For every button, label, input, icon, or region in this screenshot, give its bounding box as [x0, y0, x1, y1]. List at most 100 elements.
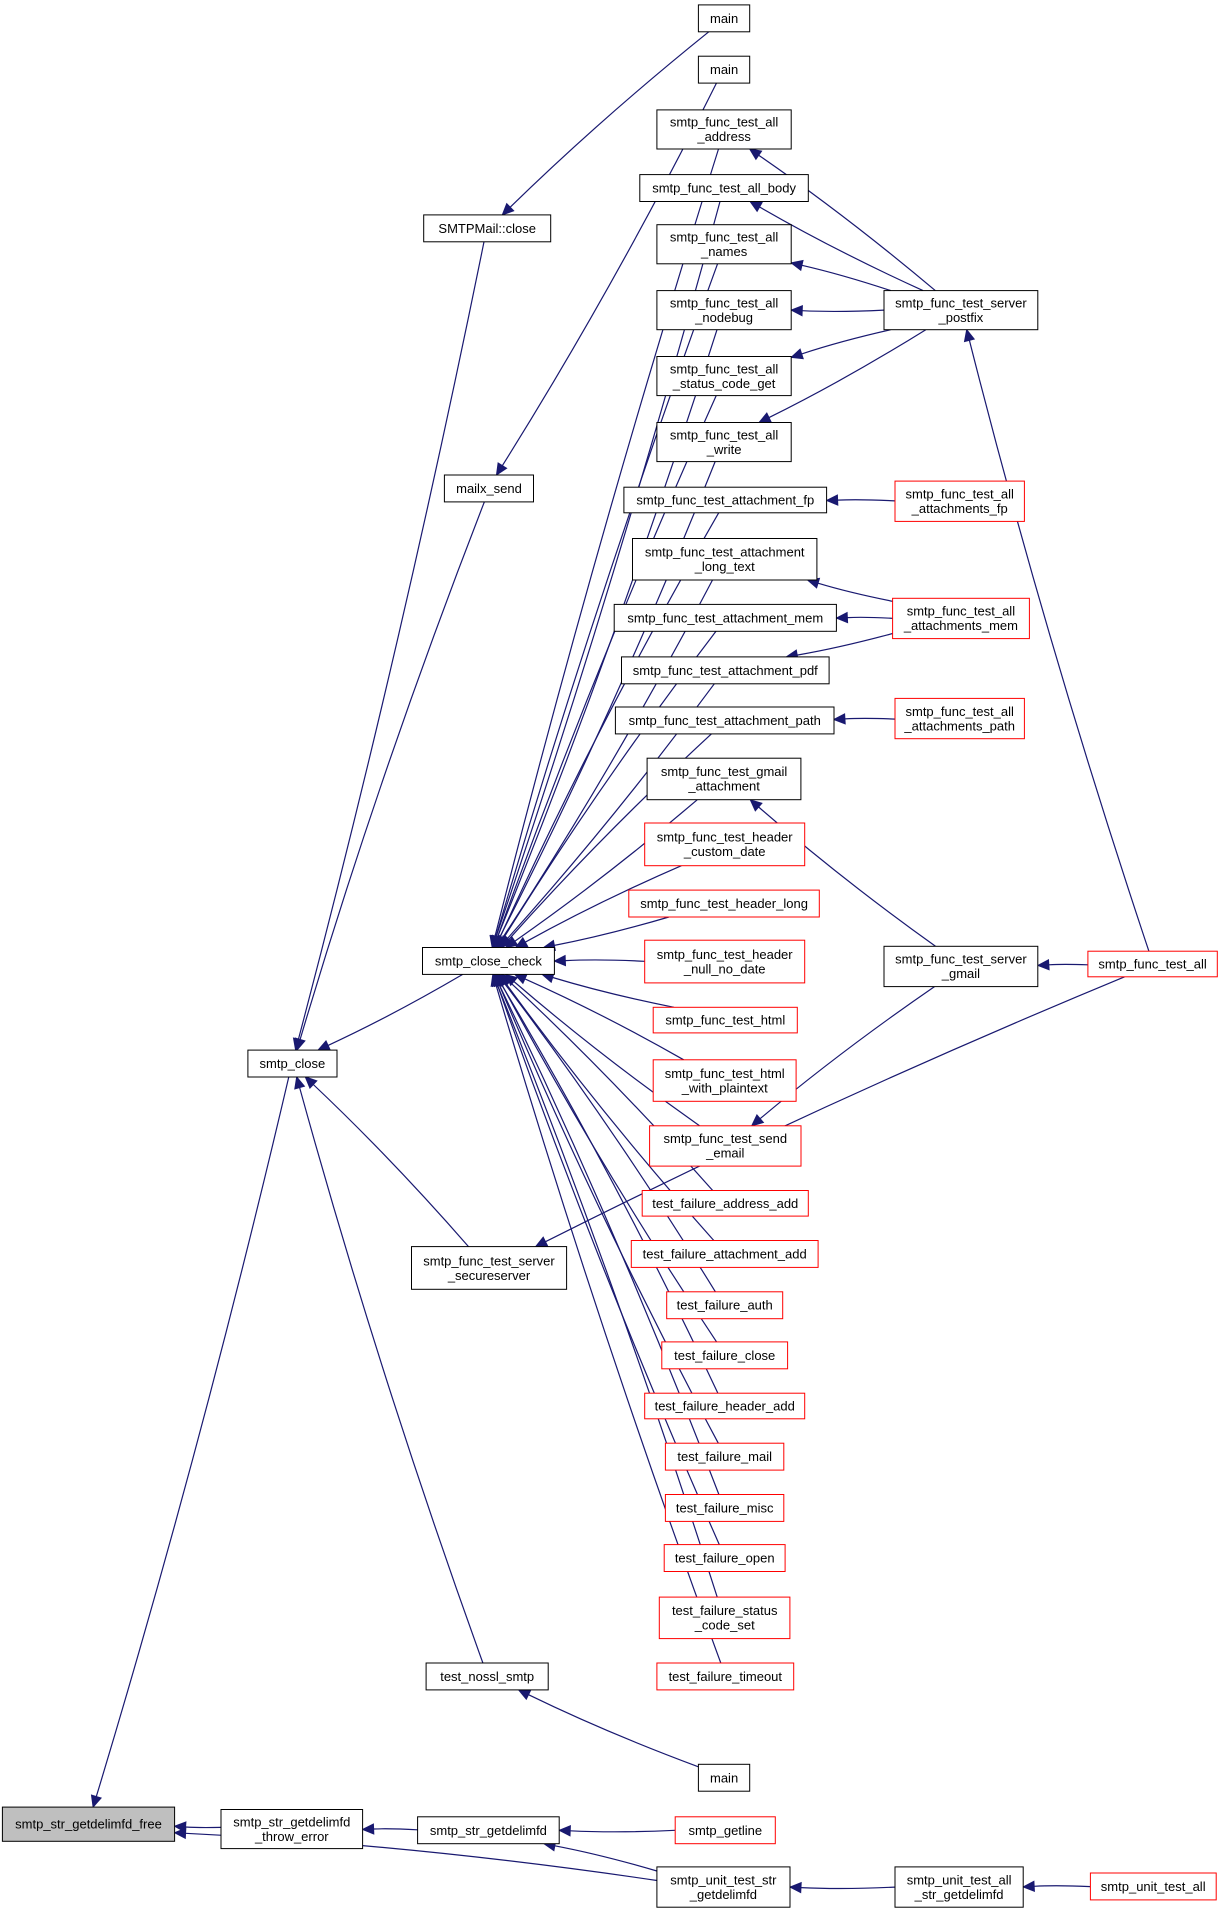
node-label: smtp_func_test_all [670, 427, 779, 442]
node-secureserver[interactable]: smtp_func_test_server_secureserver [411, 1246, 568, 1290]
node-smtpmail-close[interactable]: SMTPMail::close [423, 214, 552, 243]
node-box [422, 947, 555, 975]
node-root[interactable]: smtp_str_getdelimfd_free [1, 1806, 176, 1842]
edge-line [565, 959, 645, 962]
node-label: test_failure_header_add [655, 1399, 795, 1414]
node-hdr-custom[interactable]: smtp_func_test_header_custom_date [644, 822, 806, 867]
arrowhead [832, 713, 846, 725]
node-label: mailx_send [456, 481, 522, 496]
node-box [652, 1059, 797, 1102]
node-fail-hdr[interactable]: test_failure_header_add [644, 1392, 806, 1420]
edge-line [299, 501, 485, 1040]
node-fail-att[interactable]: test_failure_attachment_add [630, 1240, 819, 1268]
node-send-email[interactable]: smtp_func_test_send_email [649, 1125, 802, 1167]
node-label: _attachments_fp [911, 501, 1008, 516]
node-smtp-close[interactable]: smtp_close [247, 1049, 338, 1078]
node-fail-misc[interactable]: test_failure_misc [664, 1494, 785, 1522]
arrowhead [750, 1113, 765, 1127]
node-test-all[interactable]: smtp_func_test_all [1087, 950, 1218, 978]
node-label: test_failure_auth [677, 1298, 773, 1313]
edge-line [800, 1886, 896, 1890]
edge-line [498, 984, 720, 1495]
node-fail-open[interactable]: test_failure_open [663, 1544, 786, 1572]
node-all-body[interactable]: smtp_func_test_all_body [639, 174, 809, 203]
node-all-att-fp[interactable]: smtp_func_test_all_attachments_fp [894, 480, 1025, 522]
call-edge [553, 954, 645, 967]
arrowhead [294, 1075, 306, 1090]
node-box [697, 55, 751, 84]
node-fail-timeout[interactable]: test_failure_timeout [656, 1662, 795, 1691]
edge-line [837, 499, 896, 502]
node-att-fp[interactable]: smtp_func_test_attachment_fp [623, 486, 828, 514]
node-fail-auth[interactable]: test_failure_auth [666, 1291, 784, 1320]
node-label: smtp_close [260, 1056, 326, 1071]
node-all-att-mem[interactable]: smtp_func_test_all_attachments_mem [892, 597, 1030, 640]
node-label: smtp_func_test_all_body [652, 181, 796, 196]
node-box [632, 538, 818, 581]
node-main3[interactable]: main [697, 1763, 751, 1792]
node-server-postfix[interactable]: smtp_func_test_server_postfix [883, 290, 1039, 331]
node-main2[interactable]: main [697, 55, 751, 84]
node-getdelimfd[interactable]: smtp_str_getdelimfd [417, 1816, 560, 1845]
node-box [883, 290, 1039, 331]
call-edge [304, 1076, 469, 1247]
edge-line [768, 329, 927, 419]
node-label: test_failure_timeout [669, 1669, 783, 1684]
node-label: smtp_getline [688, 1823, 762, 1838]
node-label: smtp_str_getdelimfd_free [15, 1817, 162, 1832]
arrowhead [304, 1076, 318, 1090]
node-label: smtp_close_check [435, 953, 542, 968]
node-hdr-long[interactable]: smtp_func_test_header_long [628, 889, 820, 918]
edge-line [524, 978, 684, 1061]
node-att-pdf[interactable]: smtp_func_test_attachment_pdf [621, 656, 830, 685]
node-nossl[interactable]: test_nossl_smtp [425, 1662, 549, 1691]
node-fail-addr[interactable]: test_failure_address_add [641, 1190, 809, 1217]
arrowhead [173, 1827, 187, 1840]
node-box [639, 174, 809, 203]
node-att-mem[interactable]: smtp_func_test_attachment_mem [613, 603, 837, 632]
node-mailx-send[interactable]: mailx_send [443, 474, 534, 503]
arrowhead [317, 1039, 331, 1051]
node-box [661, 1341, 789, 1370]
arrowhead [495, 462, 508, 477]
node-fail-mail[interactable]: test_failure_mail [664, 1442, 785, 1471]
node-box [666, 1291, 784, 1320]
call-edge [361, 1823, 418, 1835]
node-label: _code_set [694, 1618, 755, 1633]
edge-line [759, 206, 924, 292]
node-all-write[interactable]: smtp_func_test_all_write [656, 422, 792, 463]
node-getline[interactable]: smtp_getline [674, 1816, 776, 1845]
node-html[interactable]: smtp_func_test_html [652, 1006, 798, 1034]
node-all-att-path[interactable]: smtp_func_test_all_attachments_path [894, 697, 1025, 740]
node-close-check[interactable]: smtp_close_check [422, 947, 555, 975]
call-edge [835, 611, 893, 624]
node-box [613, 603, 837, 632]
node-box [697, 4, 751, 33]
node-fail-status[interactable]: test_failure_status_code_set [658, 1596, 791, 1640]
node-html-plain[interactable]: smtp_func_test_html_with_plaintext [652, 1059, 797, 1102]
node-hdr-null[interactable]: smtp_func_test_header_null_no_date [644, 939, 806, 984]
edge-line [802, 309, 885, 313]
node-att-long[interactable]: smtp_func_test_attachment_long_text [632, 538, 818, 581]
node-label: _attachment [687, 779, 760, 794]
node-fail-close[interactable]: test_failure_close [661, 1341, 789, 1370]
node-unit-test-all[interactable]: smtp_unit_test_all [1089, 1872, 1217, 1901]
node-unit-test-str[interactable]: smtp_unit_test_str_getdelimfd [656, 1866, 791, 1908]
arrowhead [90, 1794, 102, 1809]
edge-line [968, 340, 1150, 952]
node-label: smtp_func_test_all [670, 295, 779, 310]
node-all-names[interactable]: smtp_func_test_all_names [656, 224, 792, 265]
node-all-nodebug[interactable]: smtp_func_test_all_nodebug [656, 290, 792, 331]
node-main1[interactable]: main [697, 4, 751, 33]
node-gmail-att[interactable]: smtp_func_test_gmail_attachment [646, 757, 802, 801]
node-throw-error[interactable]: smtp_str_getdelimfd_throw_error [220, 1809, 364, 1850]
node-server-gmail[interactable]: smtp_func_test_server_gmail [883, 945, 1039, 988]
node-label: _long_text [694, 559, 755, 574]
node-att-path[interactable]: smtp_func_test_attachment_path [614, 706, 835, 735]
node-label: _getdelimfd [689, 1887, 757, 1902]
edge-line [297, 241, 485, 1040]
node-label: main [710, 11, 738, 26]
node-all-address[interactable]: smtp_func_test_all_address [656, 109, 792, 150]
node-unit-test-all-str[interactable]: smtp_unit_test_all_str_getdelimfd [894, 1866, 1024, 1908]
node-all-status[interactable]: smtp_func_test_all_status_code_get [656, 356, 792, 397]
